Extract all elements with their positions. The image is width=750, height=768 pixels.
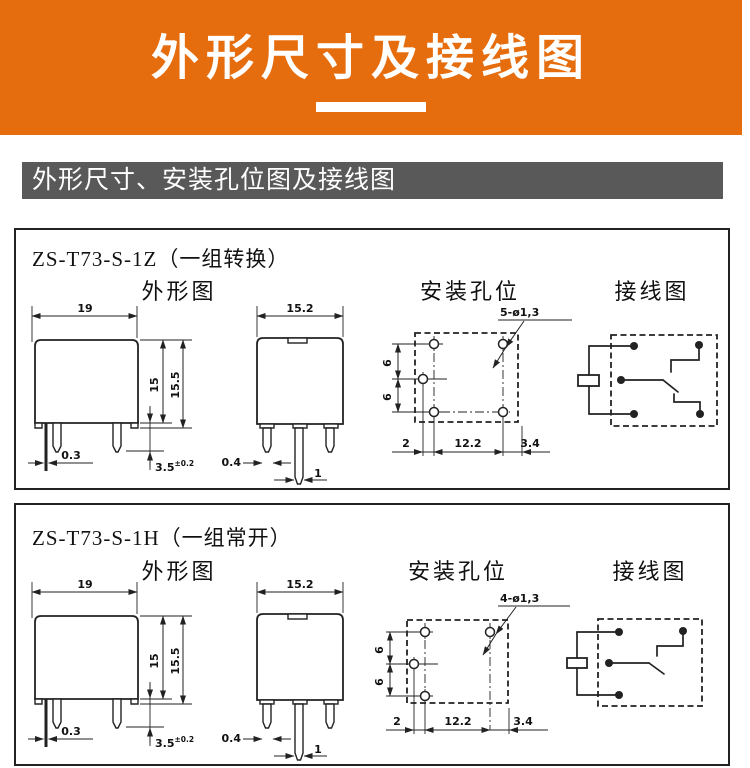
coil-symbol [577, 374, 600, 387]
no-contact [673, 393, 701, 415]
front-pin-left [262, 427, 272, 453]
front-pin-width-dim: 1 [314, 467, 322, 480]
banner-title: 外形尺寸及接线图 [150, 32, 591, 85]
switch-blade [648, 662, 665, 675]
side-pin-length-dim: 3.5±0.2 [155, 459, 194, 474]
panel2-outline-heading: 外形图 [141, 559, 217, 584]
row-gap-bottom-dim: 6 [373, 678, 386, 686]
panel2-mounting-heading: 安装孔位 [407, 559, 509, 584]
offset-right-dim: 3.4 [520, 437, 540, 450]
coil-symbol [566, 657, 588, 669]
holes-count-label: 4-ø1,3 [500, 592, 539, 605]
side-pin-3 [112, 422, 122, 453]
offset-right-dim: 3.4 [513, 715, 533, 728]
section-bar-title: 外形尺寸、安装孔位图及接线图 [32, 166, 397, 194]
panel2-wiring-heading: 接线图 [612, 559, 688, 584]
side-total-height-dim: 15.5 [169, 371, 182, 398]
nc-contact [670, 344, 700, 373]
side-pin-thickness-dim: 0.3 [61, 449, 81, 462]
side-view-drawing: 19 15 15.5 0.3 3.5±0.2 [28, 302, 194, 474]
side-view-drawing-copy [28, 578, 194, 750]
hole-span-dim: 12.2 [444, 715, 471, 728]
mounting-holes [408, 625, 496, 703]
section-bar: 外形尺寸、安装孔位图及接线图 [22, 162, 723, 199]
front-width-dim: 15.2 [286, 302, 313, 315]
row-gap-bottom-dim: 6 [381, 393, 394, 401]
side-pin-1 [44, 423, 48, 471]
offset-left-dim: 2 [402, 437, 410, 450]
side-pin-length-tolerance: ±0.2 [175, 459, 195, 468]
panel1-wiring-heading: 接线图 [614, 279, 690, 304]
front-pin-thickness-dim: 0.4 [222, 456, 242, 469]
panel-zs-t73-s-1z: ZS-T73-S-1Z（一组转换） 外形图 安装孔位 接线图 [14, 228, 730, 490]
hole-span-dim: 12.2 [454, 437, 481, 450]
front-view-drawing: 15.2 0.4 1 [222, 302, 344, 485]
row-gap-top-dim: 6 [373, 646, 386, 654]
panel1-drawings: 19 15 15.5 0.3 3.5±0.2 [28, 302, 718, 485]
side-width-dim: 19 [77, 302, 92, 315]
holes-count-label: 5-ø1,3 [500, 306, 539, 319]
panel1-model-title: ZS-T73-S-1Z（一组转换） [32, 247, 290, 271]
row-gap-top-dim: 6 [381, 359, 394, 367]
banner-underline-dash [316, 102, 426, 112]
front-view-drawing-copy [222, 578, 344, 760]
side-pin-2 [52, 422, 62, 453]
panel2-model-title: ZS-T73-S-1H（一组常开） [32, 526, 292, 550]
wiring-diagram-1h [566, 618, 703, 707]
front-pin-middle [294, 427, 304, 485]
no-contact [656, 630, 684, 657]
switch-blade [662, 379, 679, 393]
mounting-holes [417, 337, 509, 419]
side-pin-length-value: 3.5 [155, 461, 175, 474]
vent-notch [287, 337, 308, 344]
wiring-diagram-1z [577, 334, 718, 427]
banner: 外形尺寸及接线图 [0, 0, 742, 135]
panel1-mounting-heading: 安装孔位 [419, 279, 521, 304]
mounting-holes-drawing-1z: 6 6 2 12.2 3.4 5-ø1,3 [381, 306, 572, 456]
mounting-holes-drawing-1h: 6 6 2 12.2 3.4 4-ø1,3 [373, 592, 570, 734]
offset-left-dim: 2 [393, 715, 401, 728]
panel2-drawings: 6 6 2 12.2 3.4 4-ø1,3 [16, 505, 703, 764]
panel-zs-t73-s-1h: ZS-T73-S-1H（一组常开） 外形图 安装孔位 接线图 [14, 503, 730, 766]
front-pin-right [325, 427, 335, 453]
side-body-height-dim: 15 [148, 377, 161, 392]
panel1-outline-heading: 外形图 [141, 279, 217, 304]
